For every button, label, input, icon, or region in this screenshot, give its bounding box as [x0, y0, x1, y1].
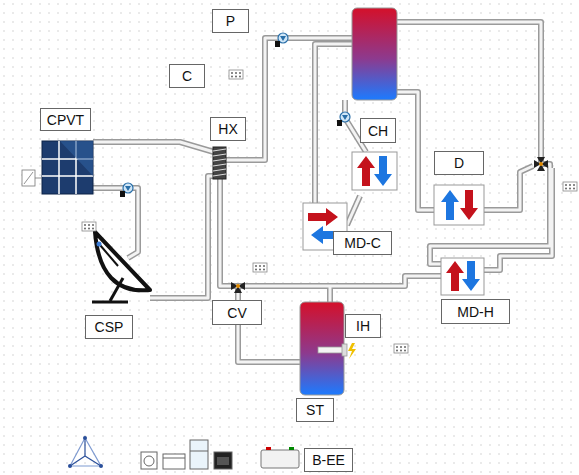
component-label: CPVT	[47, 113, 84, 127]
label-box: CSP	[85, 315, 133, 339]
label-box: D	[434, 151, 484, 175]
component-label: MD-H	[457, 305, 494, 319]
label-box: P	[212, 9, 249, 33]
component-label: CH	[368, 124, 388, 138]
label-box: CH	[360, 118, 396, 143]
component-label: P	[226, 14, 235, 28]
component-label: B-EE	[312, 453, 345, 467]
label-box: CPVT	[40, 108, 91, 131]
label-box: C	[169, 64, 205, 88]
component-label: C	[182, 69, 192, 83]
component-label: D	[454, 156, 464, 170]
component-label: MD-C	[344, 236, 381, 250]
component-label: ST	[306, 403, 324, 417]
component-label: IH	[356, 319, 370, 333]
label-box: B-EE	[304, 448, 353, 472]
label-box: CV	[212, 300, 262, 325]
component-label: CSP	[95, 320, 124, 334]
component-label: HX	[218, 122, 237, 136]
label-box: MD-H	[441, 299, 510, 324]
label-box: MD-C	[333, 231, 392, 255]
label-box: IH	[345, 314, 381, 338]
label-box: ST	[296, 398, 334, 422]
label-box: HX	[210, 117, 246, 141]
component-label: CV	[227, 306, 246, 320]
